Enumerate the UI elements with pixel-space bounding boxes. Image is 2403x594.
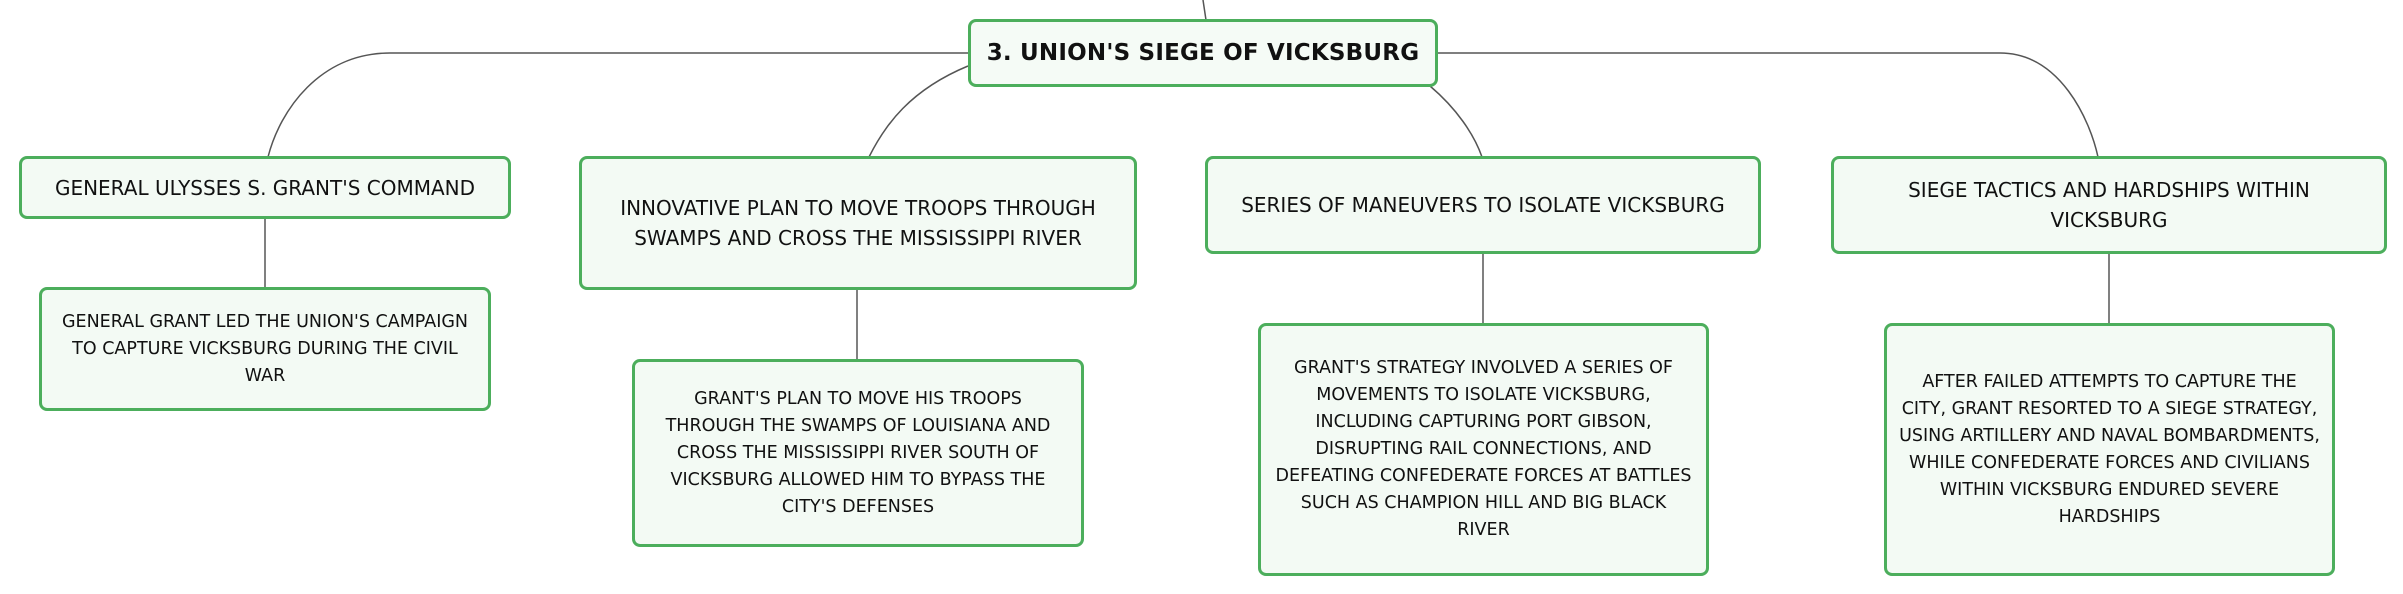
detail-text: GRANT'S PLAN TO MOVE HIS TROOPS THROUGH … (665, 388, 1051, 517)
detail-text: GENERAL GRANT LED THE UNION'S CAMPAIGN T… (61, 311, 469, 386)
topic-title: GENERAL ULYSSES S. GRANT'S COMMAND (54, 175, 476, 200)
connector-root-topic-1 (267, 52, 968, 158)
detail-text: GRANT'S STRATEGY INVOLVED A SERIES OF MO… (1275, 358, 1692, 540)
topic-node-grant-command[interactable]: GENERAL ULYSSES S. GRANT'S COMMAND (19, 156, 511, 219)
topic-title: INNOVATIVE PLAN TO MOVE TROOPS THROUGH S… (620, 196, 1096, 250)
detail-text: AFTER FAILED ATTEMPTS TO CAPTURE THE CIT… (1899, 371, 2320, 527)
connector-root-topic-2 (868, 65, 969, 158)
topic-title: SERIES OF MANEUVERS TO ISOLATE VICKSBURG (1241, 193, 1725, 217)
detail-node-innovative-plan[interactable]: GRANT'S PLAN TO MOVE HIS TROOPS THROUGH … (632, 359, 1084, 547)
topic-node-siege-tactics[interactable]: SIEGE TACTICS AND HARDSHIPS WITHIN VICKS… (1831, 156, 2387, 254)
topic-node-maneuvers[interactable]: SERIES OF MANEUVERS TO ISOLATE VICKSBURG (1205, 156, 1761, 254)
topic-node-innovative-plan[interactable]: INNOVATIVE PLAN TO MOVE TROOPS THROUGH S… (579, 156, 1137, 290)
connector-root-topic-3 (1429, 85, 1483, 158)
detail-node-siege-tactics[interactable]: AFTER FAILED ATTEMPTS TO CAPTURE THE CIT… (1884, 323, 2335, 576)
detail-node-maneuvers[interactable]: GRANT'S STRATEGY INVOLVED A SERIES OF MO… (1258, 323, 1709, 576)
detail-node-grant-command[interactable]: GENERAL GRANT LED THE UNION'S CAMPAIGN T… (39, 287, 491, 411)
connector-parent-stub (1202, 0, 1207, 21)
connector-root-topic-4 (1437, 52, 2099, 158)
topic-title: SIEGE TACTICS AND HARDSHIPS WITHIN VICKS… (1908, 178, 2310, 232)
root-title: 3. UNION'S SIEGE OF VICKSBURG (986, 40, 1420, 66)
root-node[interactable]: 3. UNION'S SIEGE OF VICKSBURG (968, 19, 1438, 87)
